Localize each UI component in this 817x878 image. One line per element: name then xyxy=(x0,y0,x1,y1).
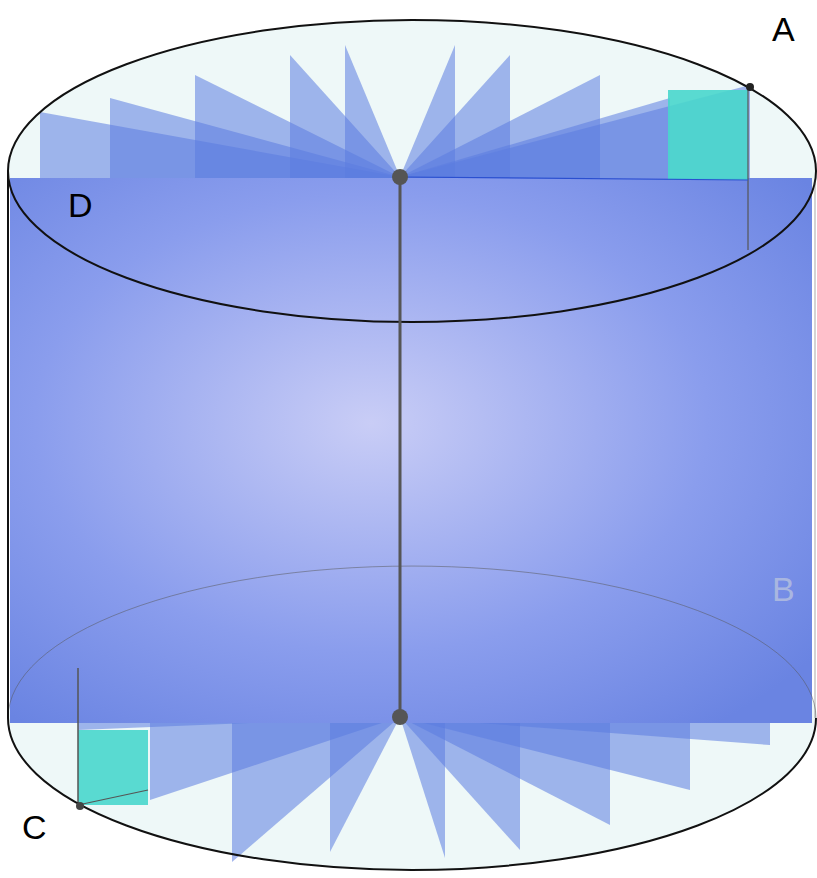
point-dot xyxy=(746,83,754,91)
teal-square xyxy=(78,730,148,805)
point-label: B xyxy=(772,572,795,606)
point-label: D xyxy=(68,188,93,222)
teal-square xyxy=(668,90,748,180)
axis-point xyxy=(392,709,408,725)
bottom-planes xyxy=(78,700,770,862)
planes-body xyxy=(10,178,812,723)
axis xyxy=(399,177,402,717)
bottom-rim xyxy=(8,718,816,870)
point-label: A xyxy=(772,12,795,46)
top-planes xyxy=(40,45,750,200)
point-label: C xyxy=(22,810,47,844)
axis-point xyxy=(392,169,408,185)
point-dot xyxy=(76,802,84,810)
cylinder-side xyxy=(7,171,9,718)
top-rim xyxy=(8,20,816,322)
